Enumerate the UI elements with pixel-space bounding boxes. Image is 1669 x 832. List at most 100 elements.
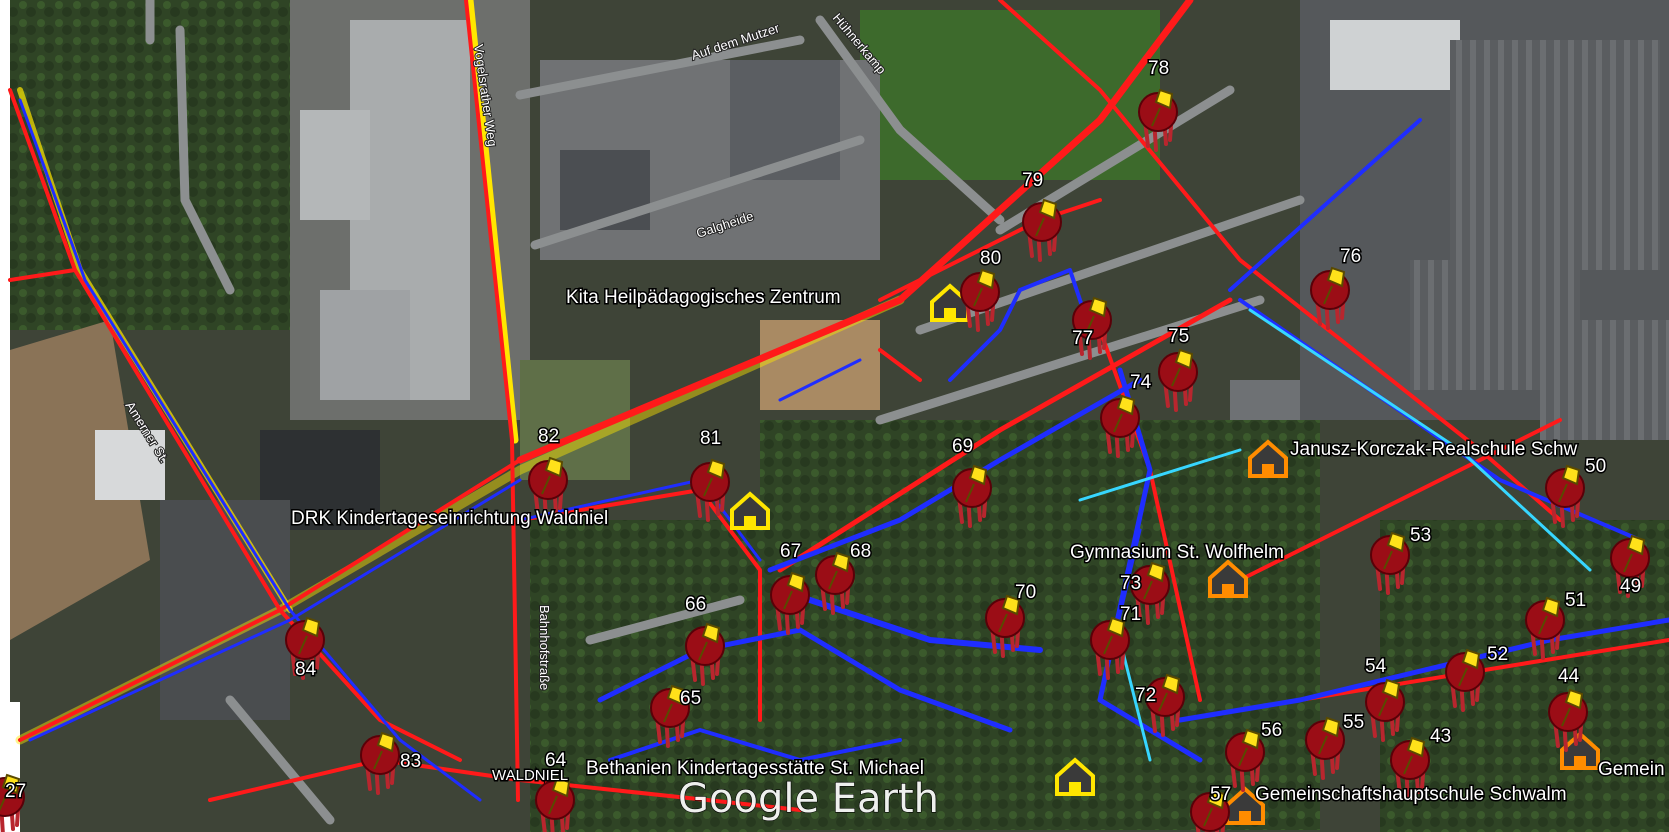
route-marker[interactable]: 43: [1390, 725, 1453, 800]
marker-drip: [1314, 288, 1346, 330]
marker-label: 56: [1261, 720, 1282, 741]
route-marker[interactable]: 79: [1021, 169, 1062, 262]
poi-orange-house-icon[interactable]: [1208, 559, 1248, 598]
pushpin-icon: [1103, 616, 1126, 655]
marker-label: 84: [295, 659, 317, 680]
marker-label: 72: [1135, 685, 1156, 706]
pushpin-icon: [1403, 736, 1426, 775]
marker-drip: [1149, 695, 1181, 737]
route-marker[interactable]: 56: [1225, 719, 1284, 792]
poi-label[interactable]: Gemein: [1597, 758, 1667, 782]
route-marker[interactable]: 78: [1138, 57, 1178, 152]
route-marker[interactable]: 55: [1305, 711, 1366, 780]
pushpin-icon: [828, 551, 851, 590]
marker-drip: [1614, 556, 1646, 598]
marker-drip: [1026, 220, 1058, 262]
route-marker[interactable]: 81: [690, 427, 730, 522]
route-marker[interactable]: 82: [528, 425, 568, 520]
route-marker[interactable]: 69: [951, 435, 992, 528]
route-marker[interactable]: 57: [1190, 783, 1233, 832]
route-marker[interactable]: 52: [1445, 643, 1510, 712]
pushpin-icon: [1085, 296, 1108, 335]
route-marker[interactable]: 51: [1525, 589, 1588, 660]
route-marker[interactable]: 65: [650, 684, 703, 748]
poi-label[interactable]: Gemeinschaftshauptschule Schwalm: [1254, 783, 1569, 807]
pushpin-icon: [1558, 464, 1581, 503]
marker-drip: [774, 593, 806, 635]
route-marker[interactable]: 68: [815, 540, 873, 615]
marker-drip: [532, 478, 564, 520]
pushpin-icon: [965, 464, 988, 503]
route-marker[interactable]: 70: [985, 581, 1038, 658]
marker-drip: [1309, 738, 1341, 780]
marker-label: 79: [1022, 170, 1043, 191]
pushpin-icon: [1323, 266, 1346, 305]
poi-yellow-house-icon[interactable]: [730, 491, 770, 530]
marker-label: 64: [545, 750, 567, 771]
marker-label: 53: [1410, 525, 1431, 546]
pushpin-icon: [973, 268, 996, 307]
pushpin-icon: [1561, 688, 1584, 727]
marker-label: 67: [780, 541, 801, 562]
poi-label[interactable]: Bethanien Kindertagesstätte St. Michael: [585, 757, 926, 781]
marker-label: 49: [1620, 576, 1641, 597]
pushpin-icon: [1113, 394, 1136, 433]
pushpin-icon: [663, 684, 686, 723]
marker-label: 80: [980, 248, 1001, 269]
route-marker[interactable]: 73: [1119, 561, 1170, 625]
marker-drip: [1229, 750, 1261, 792]
pushpin-icon: [1623, 534, 1646, 573]
street-label: Bahnhofstraße: [537, 605, 552, 690]
route-marker[interactable]: 76: [1310, 245, 1363, 330]
poi-orange-house-icon[interactable]: [1248, 439, 1288, 478]
route-marker[interactable]: 66: [684, 593, 725, 686]
route-marker[interactable]: 44: [1548, 665, 1588, 752]
marker-label: 75: [1168, 326, 1189, 347]
poi-label[interactable]: Gymnasium St. Wolfhelm: [1069, 541, 1286, 565]
marker-drip: [0, 795, 21, 832]
pushpin-icon: [1171, 348, 1194, 387]
route-marker[interactable]: 71: [1090, 603, 1143, 680]
route-marker[interactable]: 74: [1100, 371, 1153, 458]
route-marker[interactable]: 50: [1545, 455, 1608, 528]
route-marker[interactable]: 72: [1134, 673, 1185, 737]
route-marker[interactable]: 80: [960, 247, 1003, 332]
pushpin-icon: [1318, 716, 1341, 755]
route-marker[interactable]: 27: [0, 773, 28, 832]
marker-label: 76: [1340, 246, 1361, 267]
route-marker[interactable]: 67: [770, 540, 810, 635]
marker-label: 44: [1558, 666, 1580, 687]
marker-drip: [819, 573, 851, 615]
route-marker[interactable]: 77: [1071, 296, 1112, 360]
pushpin-icon: [373, 731, 396, 770]
marker-label: 71: [1120, 604, 1141, 625]
pushpin-icon: [1151, 88, 1174, 127]
marker-drip: [539, 798, 571, 832]
route-marker[interactable]: 54: [1364, 655, 1405, 742]
route-marker[interactable]: 49: [1610, 534, 1650, 599]
pushpin-icon: [1203, 788, 1226, 827]
poi-label[interactable]: Kita Heilpädagogisches Zentrum: [565, 286, 843, 310]
pushpin-icon: [1458, 648, 1481, 687]
poi-label[interactable]: Janusz-Korczak-Realschule Schw: [1289, 438, 1580, 462]
marker-drip: [1142, 110, 1174, 152]
route-marker[interactable]: 64: [535, 749, 575, 832]
pushpin-icon: [548, 776, 571, 815]
marker-drip: [1369, 700, 1401, 742]
pushpin-icon: [1143, 561, 1166, 600]
marker-drip: [654, 706, 686, 748]
poi-yellow-house-icon[interactable]: [1055, 757, 1095, 796]
marker-drip: [1162, 370, 1194, 412]
route-marker[interactable]: 75: [1158, 325, 1198, 412]
marker-label: 54: [1365, 656, 1387, 677]
marker-label: 27: [5, 781, 26, 802]
route-marker[interactable]: 84: [285, 616, 325, 682]
poi-label[interactable]: DRK Kindertageseinrichtung Waldniel: [290, 507, 610, 531]
route-overlays: [8, 0, 1669, 812]
route-marker[interactable]: 53: [1370, 524, 1433, 595]
marker-label: 77: [1072, 328, 1093, 349]
route-marker[interactable]: 83: [360, 731, 423, 795]
pushpin-icon: [1383, 531, 1406, 570]
